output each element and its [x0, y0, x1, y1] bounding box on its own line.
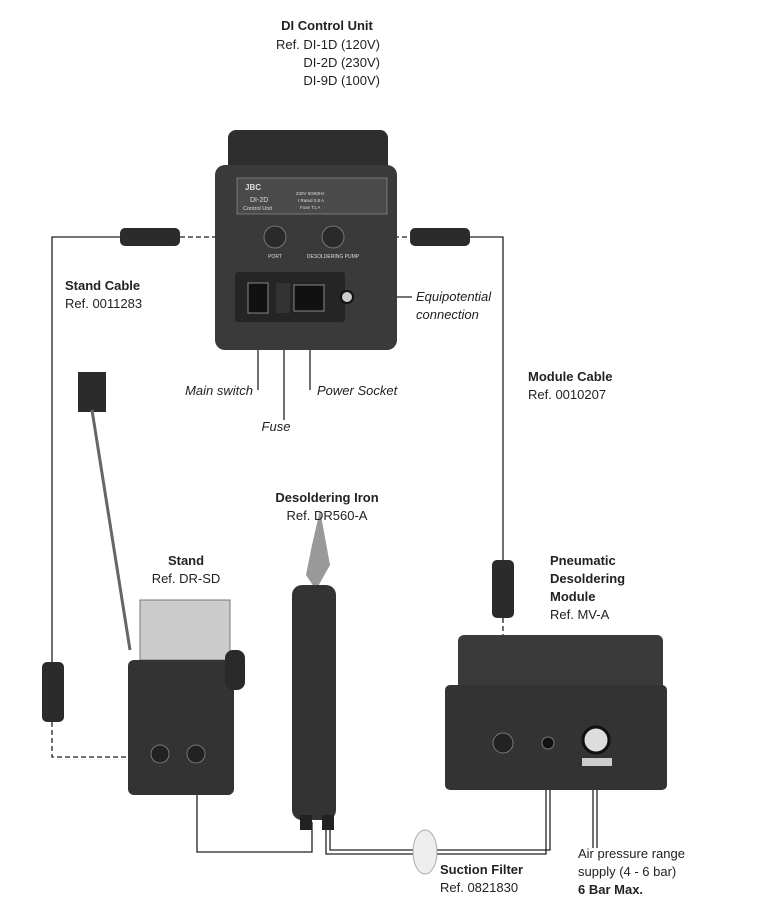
fuse-label: Fuse: [261, 419, 291, 434]
module-cable-socket[interactable]: [492, 732, 514, 754]
plate-subtitle: Control Unit: [243, 206, 273, 212]
control-unit-ref-1: Ref. DI-1D (120V): [275, 37, 380, 52]
module-cable-connector-bottom: [492, 560, 514, 618]
cable-connectors: [42, 228, 514, 722]
power-socket-label: Power Socket: [317, 383, 398, 398]
air-pressure-max: 6 Bar Max.: [578, 882, 644, 897]
filter-title: Suction Filter: [440, 862, 524, 877]
plate-voltage: 230V 50/60Hz: [296, 191, 325, 196]
suction-hose-inner: [329, 748, 551, 851]
stand-cable-title: Stand Cable: [65, 278, 141, 293]
control-unit-image: JBC DI-2D Control Unit 230V 50/60Hz I Ra…: [215, 130, 397, 350]
suction-port[interactable]: [541, 736, 555, 750]
module-cable-connector-top: [410, 228, 470, 246]
stand-socket-right: [186, 744, 206, 764]
plate-fuse: Fuse T1 A: [300, 205, 320, 210]
stand-cable-dashed-lower: [51, 722, 160, 758]
brand-logo: JBC: [245, 183, 261, 192]
module-title-2: Desoldering: [550, 571, 626, 586]
module-title-1: Pneumatic: [550, 553, 616, 568]
control-unit-ref-2: DI-2D (230V): [303, 55, 380, 70]
iron-title: Desoldering Iron: [275, 490, 379, 505]
port-label: PORT: [268, 254, 282, 260]
control-unit-title: DI Control Unit: [281, 18, 373, 33]
module-cable-title: Module Cable: [528, 369, 613, 384]
stand-cable-connector-bottom: [42, 662, 64, 722]
module-cable-line: [470, 236, 504, 560]
power-socket: [293, 284, 325, 312]
equipotential-label-1: Equipotential: [416, 289, 492, 304]
module-image: [445, 635, 667, 790]
fuse-holder[interactable]: [276, 283, 290, 313]
stand-image: [78, 372, 245, 795]
stand-ref: Ref. DR-SD: [151, 571, 221, 586]
module-cable-ref: Ref. 0010207: [528, 387, 607, 402]
pump-socket[interactable]: [321, 225, 345, 249]
plate-rated: I Rated 0.8 A: [298, 198, 324, 203]
air-pressure-line-2: supply (4 - 6 bar): [578, 864, 677, 879]
equipotential-terminal: [340, 290, 354, 304]
suction-filter-image: [412, 829, 438, 875]
main-switch-label: Main switch: [185, 383, 253, 398]
stand-cable-ref: Ref. 0011283: [65, 296, 143, 311]
air-pressure-line-1: Air pressure range: [578, 846, 685, 861]
module-ref: Ref. MV-A: [550, 607, 610, 622]
equipotential-label-2: connection: [416, 307, 479, 322]
control-unit-ref-3: DI-9D (100V): [303, 73, 380, 88]
stand-title: Stand: [167, 553, 205, 568]
filter-ref: Ref. 0821830: [440, 880, 519, 895]
iron-ref: Ref. DR560-A: [286, 508, 368, 523]
pump-label: DESOLDERING PUMP: [307, 254, 360, 260]
port-socket[interactable]: [263, 225, 287, 249]
stand-cable-connector-top: [120, 228, 180, 246]
plate-model: DI-2D: [250, 197, 268, 204]
iron-cable: [196, 760, 313, 853]
stand-cable-line: [51, 236, 120, 662]
module-title-3: Module: [550, 589, 596, 604]
main-switch[interactable]: [247, 282, 269, 314]
air-inlet[interactable]: [581, 725, 611, 755]
stand-socket-left: [150, 744, 170, 764]
desoldering-iron-image: [292, 510, 336, 830]
